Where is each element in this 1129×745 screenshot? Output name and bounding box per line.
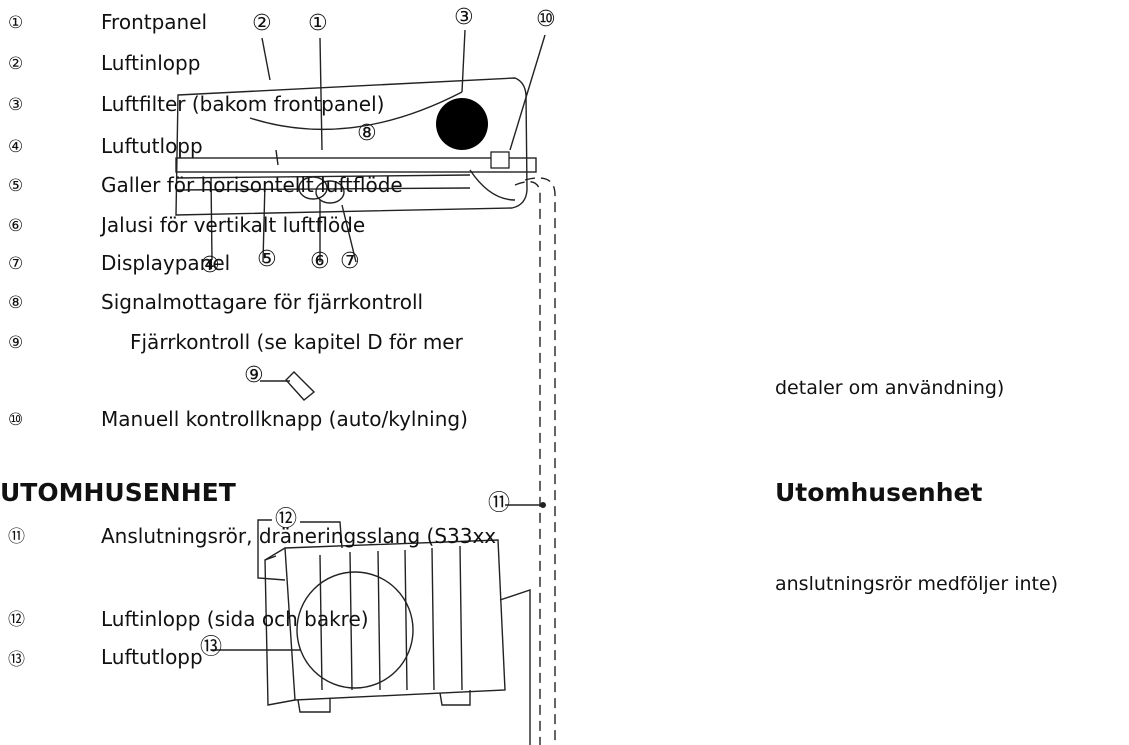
item-marker: ⑬ <box>8 650 25 670</box>
callout-8: ⑧ <box>357 121 377 146</box>
item-label: Luftinlopp (sida och bakre) <box>101 607 369 631</box>
callout-4: ④ <box>200 253 220 278</box>
item-marker: ⑫ <box>8 610 25 630</box>
item-label: Luftfilter (bakom frontpanel) <box>101 92 385 116</box>
item-marker: ⑤ <box>8 176 24 196</box>
item-label: Luftutlopp <box>101 645 203 669</box>
outdoor-fan <box>296 571 414 689</box>
pipe-line-dashed-1 <box>514 181 541 745</box>
vertical-louver <box>298 176 328 200</box>
item-label: Luftinlopp <box>101 51 201 75</box>
item-marker: ⑪ <box>8 527 25 547</box>
remote-continuation: detaler om användning) <box>775 377 1005 399</box>
pipe-line-dashed-2 <box>524 177 556 745</box>
item-marker: ⑧ <box>8 293 24 313</box>
section-heading-outdoor: UTOMHUSENHET <box>0 478 236 507</box>
item-marker: ⑨ <box>8 333 24 353</box>
item-marker: ⑥ <box>8 216 24 236</box>
callout-12: ⑫ <box>275 507 298 532</box>
item-label: Signalmottagare för fjärrkontroll <box>101 290 424 314</box>
callout-1: ① <box>308 11 328 36</box>
item-label: Jalusi för vertikalt luftflöde <box>101 213 366 237</box>
fan-disc-icon <box>436 98 488 150</box>
callout-10: ⑩ <box>536 7 556 32</box>
item-marker: ② <box>8 54 24 74</box>
callout-7: ⑦ <box>340 249 360 274</box>
item-marker: ⑩ <box>8 410 24 430</box>
display-receiver-icon <box>490 151 510 169</box>
item-marker: ① <box>8 13 24 33</box>
indoor-unit <box>175 77 528 216</box>
callout-6: ⑥ <box>310 249 330 274</box>
section-heading-outdoor-right: Utomhusenhet <box>775 478 983 507</box>
item-label: Anslutningsrör, dräneringsslang (S33xx <box>101 524 497 548</box>
item-label: Galler för horisontellt luftflöde <box>101 173 403 197</box>
item-marker: ③ <box>8 95 24 115</box>
callout-11: ⑪ <box>488 491 511 516</box>
item-label: Displaypanel <box>101 251 231 275</box>
callout-9: ⑨ <box>244 363 264 388</box>
callout-2: ② <box>252 11 272 36</box>
callout-5: ⑤ <box>257 247 277 272</box>
item-label: Fjärrkontroll (se kapitel D för mer <box>130 330 463 354</box>
callout-3: ③ <box>454 5 474 30</box>
air-outlet-slot <box>175 157 537 173</box>
pipes-continuation: anslutningsrör medföljer inte) <box>775 573 1059 595</box>
item-marker: ④ <box>8 137 24 157</box>
item-label: Frontpanel <box>101 10 208 34</box>
item-label: Luftutlopp <box>101 134 203 158</box>
filter-outline <box>249 91 463 131</box>
remote-control-icon <box>285 371 316 401</box>
item-marker: ⑦ <box>8 254 24 274</box>
item-label: Manuell kontrollknapp (auto/kylning) <box>101 407 468 431</box>
callout-13: ⑬ <box>200 635 223 660</box>
